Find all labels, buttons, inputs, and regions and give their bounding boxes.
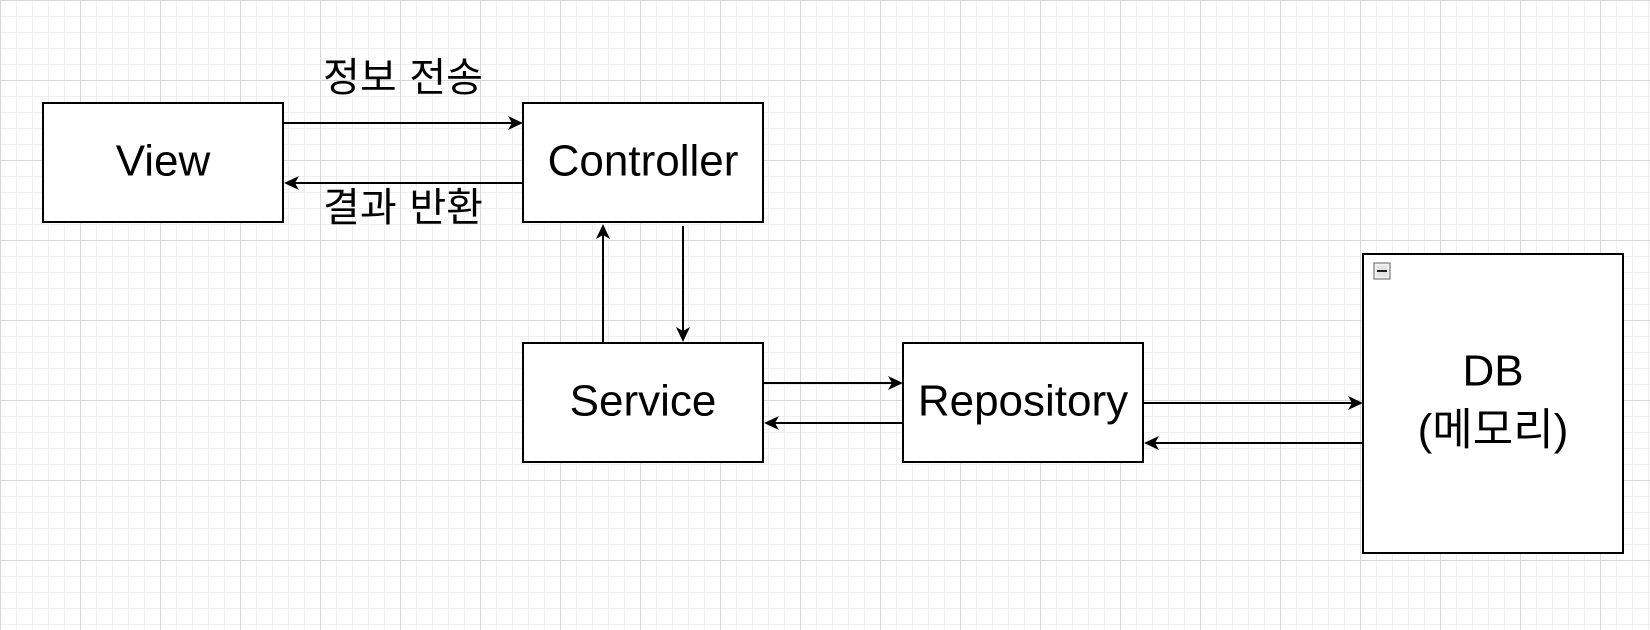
- edge-label-send-info: 정보 전송: [323, 55, 483, 101]
- service-node[interactable]: Service: [522, 342, 764, 463]
- arrowhead: [508, 116, 523, 130]
- arrowhead: [284, 176, 299, 190]
- edge-repository-to-db[interactable]: [1143, 396, 1363, 410]
- controller-node[interactable]: Controller: [522, 102, 764, 223]
- repository-node[interactable]: Repository: [902, 342, 1144, 463]
- db-label-line2: (메모리): [1418, 406, 1569, 455]
- edge-controller-to-view[interactable]: [284, 176, 523, 190]
- view-node[interactable]: View: [42, 102, 284, 223]
- edge-db-to-repository[interactable]: [1144, 436, 1363, 450]
- edge-repository-to-service[interactable]: [764, 416, 903, 430]
- edge-label-return-result: 결과 반환: [323, 185, 483, 231]
- arrowhead: [888, 376, 903, 390]
- edge-controller-to-service[interactable]: [676, 226, 690, 342]
- repository-label: Repository: [918, 377, 1128, 426]
- arrowhead: [676, 327, 690, 342]
- arrowhead: [1348, 396, 1363, 410]
- edge-view-to-controller[interactable]: [283, 116, 523, 130]
- controller-label: Controller: [548, 137, 739, 186]
- arrowhead: [764, 416, 779, 430]
- minus-square-icon[interactable]: [1373, 262, 1391, 280]
- db-node[interactable]: DB (메모리): [1362, 253, 1624, 554]
- arrowhead: [596, 224, 610, 239]
- view-label: View: [116, 137, 211, 186]
- service-label: Service: [570, 377, 717, 426]
- edge-service-to-repository[interactable]: [763, 376, 903, 390]
- arrowhead: [1144, 436, 1159, 450]
- edge-service-to-controller[interactable]: [596, 224, 610, 343]
- db-label-line1: DB: [1462, 347, 1523, 396]
